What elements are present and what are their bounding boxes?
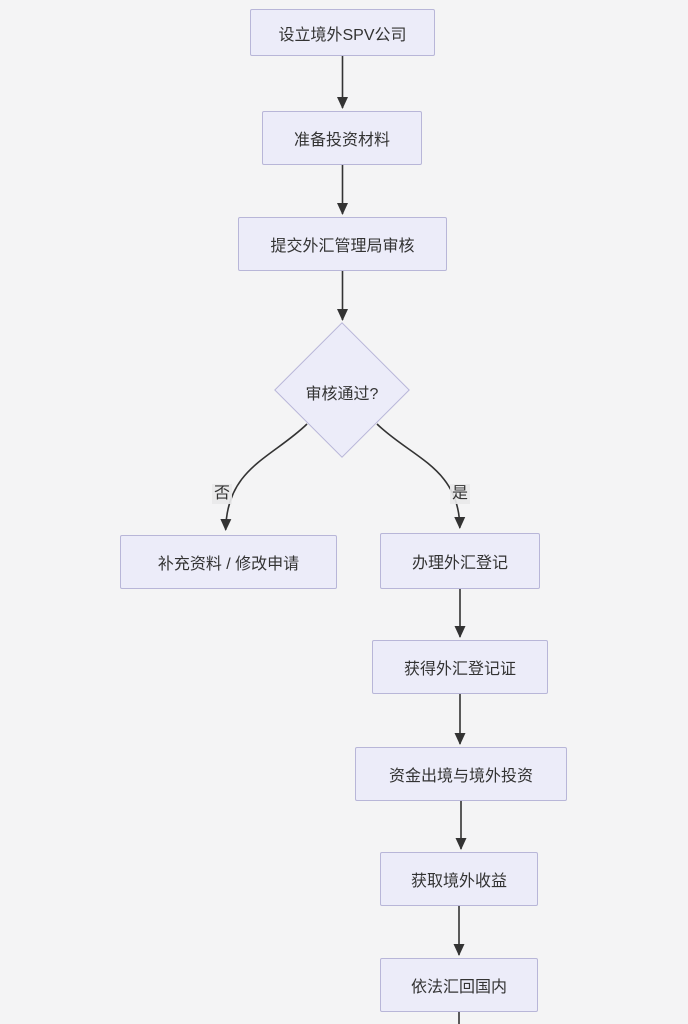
node-funds-outbound: 资金出境与境外投资 [355, 747, 567, 801]
node-overseas-income-label: 获取境外收益 [410, 873, 507, 890]
node-setup-spv-label: 设立境外SPV公司 [278, 26, 407, 44]
node-fx-certificate-label: 获得外汇登记证 [403, 661, 516, 678]
node-overseas-income: 获取境外收益 [380, 852, 538, 906]
node-fx-registration: 办理外汇登记 [380, 533, 540, 589]
node-prepare-materials: 准备投资材料 [262, 111, 422, 165]
node-submit-review: 提交外汇管理局审核 [238, 217, 447, 271]
node-fx-certificate: 获得外汇登记证 [372, 640, 548, 694]
edge-label-yes: 是 [450, 484, 471, 505]
edge-decision-no [220, 423, 308, 531]
node-remit-home-label: 依法汇回国内 [410, 979, 507, 996]
node-setup-spv: 设立境外SPV公司 [250, 9, 435, 56]
edge-decision-yes [376, 423, 466, 529]
node-fx-registration-label: 办理外汇登记 [411, 555, 508, 572]
node-supplement-label: 补充资料 / 修改申请 [157, 556, 300, 573]
edge-label-no: 否 [212, 484, 233, 505]
node-submit-review-label: 提交外汇管理局审核 [270, 238, 415, 255]
node-decision-label: 审核通过? [305, 386, 379, 403]
node-supplement: 补充资料 / 修改申请 [120, 535, 337, 589]
node-remit-home: 依法汇回国内 [380, 958, 538, 1012]
node-funds-outbound-label: 资金出境与境外投资 [388, 768, 533, 785]
node-prepare-materials-label: 准备投资材料 [293, 132, 390, 149]
